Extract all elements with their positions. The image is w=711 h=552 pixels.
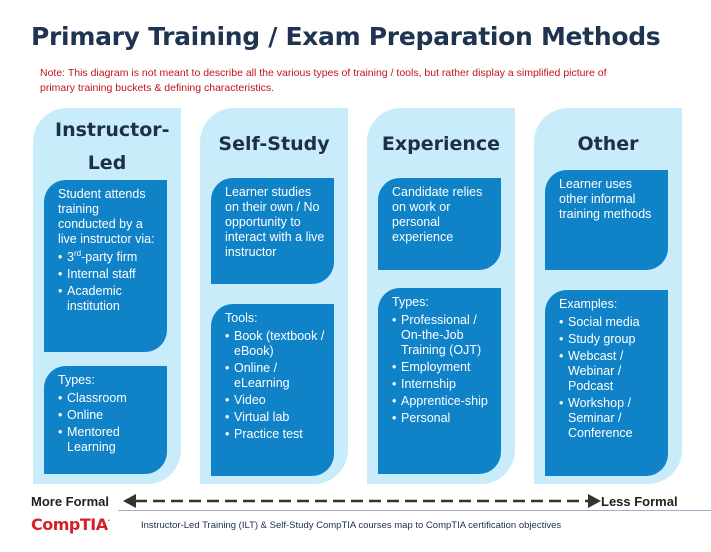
list-item: Mentored Learning bbox=[58, 425, 159, 455]
list-item: Classroom bbox=[58, 391, 159, 406]
list-item: Book (textbook / eBook) bbox=[225, 329, 326, 359]
provider-list: 3rd-party firm Internal staff Academic i… bbox=[58, 249, 159, 314]
list-item: Study group bbox=[559, 332, 660, 347]
list-item: Professional / On-the-Job Training (OJT) bbox=[392, 313, 493, 358]
list-item: Employment bbox=[392, 360, 493, 375]
types-list: Professional / On-the-Job Training (OJT)… bbox=[392, 313, 493, 426]
types-box: Types: Professional / On-the-Job Trainin… bbox=[378, 288, 501, 474]
description-text: Learner studies on their own / No opport… bbox=[225, 185, 325, 259]
description-text: Learner uses other informal training met… bbox=[559, 177, 652, 221]
list-item: Online bbox=[58, 408, 159, 423]
list-item: Online / eLearning bbox=[225, 361, 326, 391]
box-label: Examples: bbox=[559, 297, 618, 311]
list-item: Apprentice-ship bbox=[392, 394, 493, 409]
column-experience: Experience Candidate relies on work or p… bbox=[367, 108, 515, 484]
list-item: Practice test bbox=[225, 427, 326, 442]
column-self-study: Self-Study Learner studies on their own … bbox=[200, 108, 348, 484]
list-item: Video bbox=[225, 393, 326, 408]
types-box: Types: Classroom Online Mentored Learnin… bbox=[44, 366, 167, 474]
examples-box: Examples: Social media Study group Webca… bbox=[545, 290, 668, 476]
description-box: Learner studies on their own / No opport… bbox=[211, 178, 334, 284]
list-item: Social media bbox=[559, 315, 660, 330]
list-item: Virtual lab bbox=[225, 410, 326, 425]
list-item: Webcast / Webinar / Podcast bbox=[559, 349, 660, 394]
examples-list: Social media Study group Webcast / Webin… bbox=[559, 315, 660, 441]
description-text: Student attends training conducted by a … bbox=[58, 187, 155, 246]
list-item: Academic institution bbox=[58, 284, 159, 314]
list-item: Workshop / Seminar / Conference bbox=[559, 396, 660, 441]
double-arrow-icon bbox=[123, 494, 601, 508]
formality-scale: More Formal Less Formal bbox=[31, 492, 691, 512]
column-heading: Self-Study bbox=[218, 133, 330, 155]
description-box: Learner uses other informal training met… bbox=[545, 170, 668, 270]
description-box: Candidate relies on work or personal exp… bbox=[378, 178, 501, 270]
tools-list: Book (textbook / eBook) Online / eLearni… bbox=[225, 329, 326, 442]
list-item: Personal bbox=[392, 411, 493, 426]
tools-box: Tools: Book (textbook / eBook) Online / … bbox=[211, 304, 334, 476]
types-list: Classroom Online Mentored Learning bbox=[58, 391, 159, 455]
box-label: Tools: bbox=[225, 311, 258, 325]
list-item: Internship bbox=[392, 377, 493, 392]
box-label: Types: bbox=[58, 373, 95, 387]
list-item: Internal staff bbox=[58, 267, 159, 282]
column-instructor-led: Instructor-Led Student attends training … bbox=[33, 108, 181, 484]
footer-divider bbox=[118, 510, 711, 511]
comptia-logo: CompTIA. bbox=[31, 515, 110, 534]
box-label: Types: bbox=[392, 295, 429, 309]
column-heading: Instructor-Led bbox=[55, 119, 170, 174]
column-other: Other Learner uses other informal traini… bbox=[534, 108, 682, 484]
description-box: Student attends training conducted by a … bbox=[44, 180, 167, 352]
more-formal-label: More Formal bbox=[31, 494, 110, 509]
page-title: Primary Training / Exam Preparation Meth… bbox=[31, 22, 661, 51]
less-formal-label: Less Formal bbox=[601, 494, 678, 509]
column-heading: Experience bbox=[381, 133, 501, 155]
disclaimer-note: Note: This diagram is not meant to descr… bbox=[40, 67, 607, 94]
description-text: Candidate relies on work or personal exp… bbox=[392, 185, 483, 244]
column-heading: Other bbox=[577, 133, 639, 155]
footer-text: Instructor-Led Training (ILT) & Self-Stu… bbox=[141, 520, 562, 531]
list-item: 3rd-party firm bbox=[58, 249, 159, 265]
